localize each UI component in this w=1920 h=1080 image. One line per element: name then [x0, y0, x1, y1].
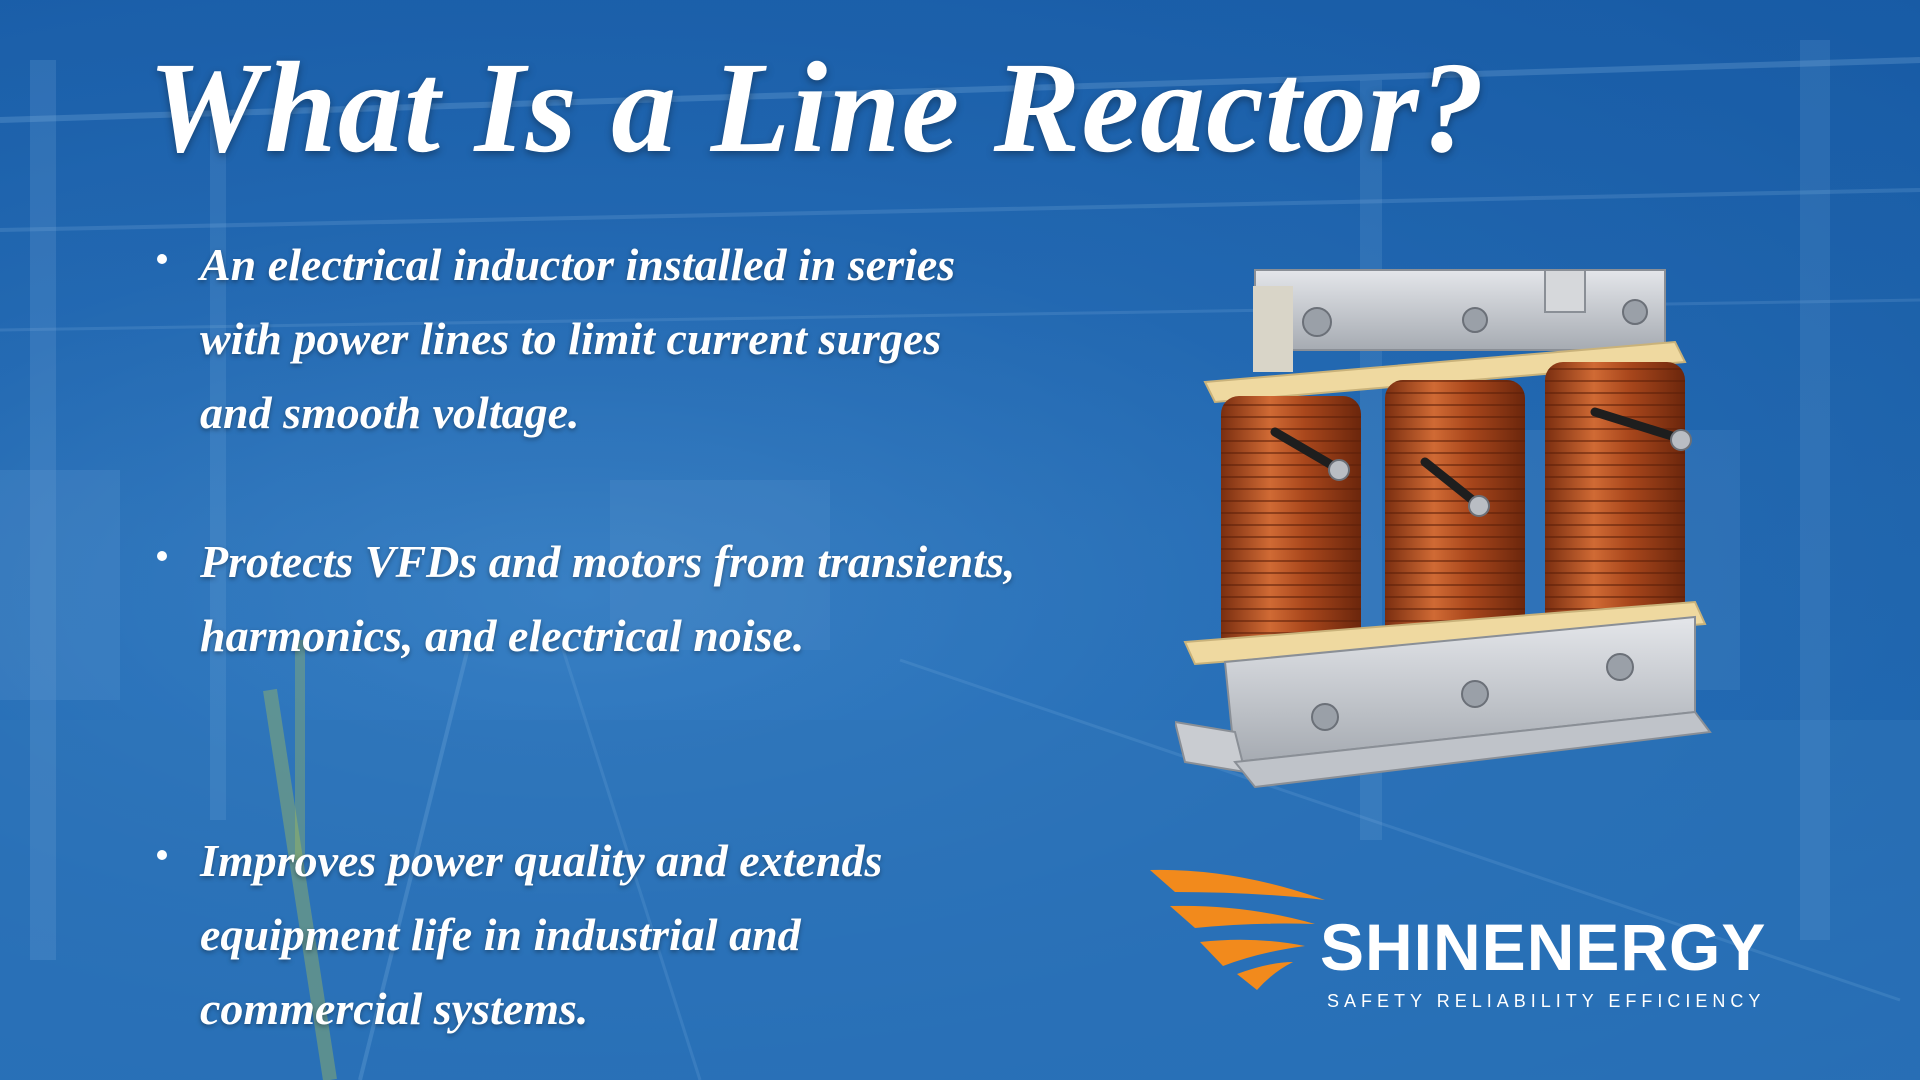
bullet-dot-icon [157, 850, 167, 860]
slide-title: What Is a Line Reactor? [148, 36, 1486, 180]
bullet-dot-icon [157, 254, 167, 264]
bullet-item: Improves power quality and extends equip… [157, 824, 1022, 1046]
bullet-text: Improves power quality and extends equip… [200, 835, 883, 1034]
brand-tagline: SAFETY RELIABILITY EFFICIENCY [1327, 991, 1766, 1011]
bullet-item: An electrical inductor installed in seri… [157, 228, 1022, 450]
bullet-dot-icon [157, 551, 167, 561]
brand-name: SHINENERGY [1320, 910, 1767, 984]
wing-logo-icon [1150, 869, 1325, 990]
line-reactor-image [1175, 269, 1712, 789]
bullet-text: Protects VFDs and motors from transients… [200, 536, 1016, 661]
shinenergy-logo: SHINENERGY SAFETY RELIABILITY EFFICIENCY [1145, 862, 1805, 1022]
bullet-text: An electrical inductor installed in seri… [200, 239, 956, 438]
bullet-item: Protects VFDs and motors from transients… [157, 525, 1022, 673]
